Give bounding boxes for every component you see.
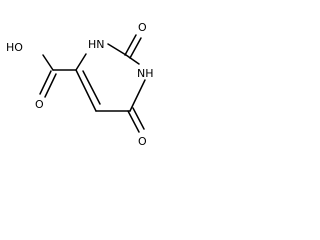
bond-c5-c6 bbox=[75, 69, 97, 112]
label-o-top: O bbox=[138, 21, 147, 34]
bond-c2-o-top-b bbox=[129, 37, 142, 59]
label-o-bottom: O bbox=[138, 135, 147, 148]
label-nh-right: NH bbox=[137, 67, 154, 80]
bond-c2-n3 bbox=[125, 54, 140, 65]
bond-n1-c2 bbox=[107, 43, 127, 56]
bond-ccooh-o-a bbox=[39, 70, 52, 95]
label-nh-top: HN bbox=[88, 38, 105, 51]
orotic-acid-structure: HO O HN O NH O bbox=[6, 21, 154, 148]
bond-c2-o-top-a bbox=[124, 34, 137, 56]
label-acid-carbonyl-oxygen: O bbox=[35, 98, 44, 111]
bond-c4-o-bottom-b bbox=[132, 107, 145, 130]
bond-c4-o-bottom-a bbox=[127, 110, 140, 133]
bond-ccooh-o-b bbox=[44, 73, 57, 98]
bond-c5-c6-inner bbox=[82, 70, 101, 105]
label-hydroxyl: HO bbox=[6, 41, 23, 54]
bond-ccooh-oh bbox=[42, 54, 54, 71]
bond-n3-c4 bbox=[129, 79, 146, 112]
bond-c6-n1 bbox=[75, 53, 87, 71]
